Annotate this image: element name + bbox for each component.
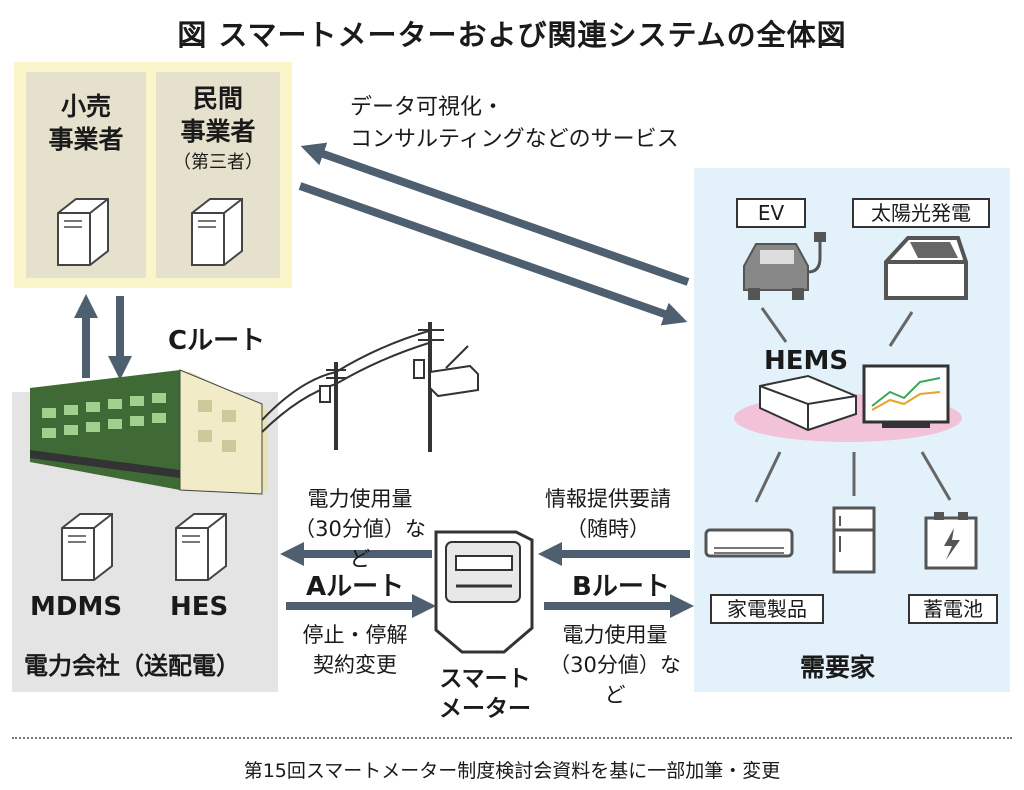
hems-connection-lines (754, 307, 952, 503)
smart-meter-label: スマート メーター (420, 664, 550, 724)
retailer-label-1: 小売 (60, 92, 111, 121)
a-route-label: Aルート (306, 572, 405, 602)
c-route-arrows (74, 294, 132, 380)
smart-meter-label-line2: メーター (439, 696, 531, 722)
a-route-bottom-line1: 停止・停解 (302, 623, 408, 647)
battery-label: 蓄電池 (908, 594, 998, 624)
source-footer: 第15回スマートメーター制度検討会資料を基に一部加筆・変更 (243, 760, 781, 782)
ev-car-icon (743, 232, 826, 300)
service-text-line2: コンサルティングなどのサービス (350, 127, 679, 152)
b-route-top-text: 情報提供要請 （随時） (528, 484, 688, 544)
customer-label: 需要家 (800, 653, 876, 682)
air-conditioner-icon (704, 528, 794, 558)
service-arrows (298, 142, 690, 326)
utility-poles (261, 322, 479, 452)
b-route-top-line1: 情報提供要請 (545, 487, 671, 511)
server-icon-third-party (191, 198, 243, 266)
solar-label: 太陽光発電 (852, 198, 990, 228)
hems-label: HEMS (764, 346, 849, 376)
service-text: データ可視化・ コンサルティングなどのサービス (350, 92, 679, 156)
b-route-bottom-line2: （30分値）など (549, 653, 681, 707)
solar-house-icon (884, 236, 968, 300)
mdms-label: MDMS (30, 592, 123, 622)
a-route-bottom-text: 停止・停解 契約変更 (290, 620, 420, 680)
b-route-label: Bルート (572, 572, 670, 602)
server-icon-retailer (57, 198, 109, 266)
battery-icon (924, 512, 978, 570)
ev-label: EV (736, 198, 806, 228)
power-company-building (30, 369, 268, 495)
retailer-label-2: 事業者 (48, 125, 124, 154)
a-route-arrows (280, 542, 436, 618)
hems-monitor-icon (862, 364, 950, 428)
refrigerator-icon (832, 506, 876, 574)
footer-divider (12, 737, 1012, 739)
c-route-label: Cルート (168, 326, 266, 356)
third-party-label-1: 民間 (192, 84, 243, 113)
a-route-top-text: 電力使用量 （30分値）など (290, 484, 430, 574)
appliances-label: 家電製品 (710, 594, 824, 624)
third-party-label-2: 事業者 (180, 117, 256, 146)
b-route-top-line2: （随時） (566, 517, 650, 541)
third-party-sub: （第三者） (173, 152, 263, 173)
hes-label: HES (170, 592, 229, 622)
a-route-bottom-line2: 契約変更 (313, 653, 397, 677)
power-company-label: 電力会社（送配電） (24, 652, 240, 680)
hems-router-icon (759, 374, 857, 432)
diagram-title: 図 スマートメーターおよび関連システムの全体図 (177, 18, 847, 52)
b-route-arrows (538, 542, 694, 618)
hes-server-icon (175, 513, 227, 581)
a-route-top-line1: 電力使用量 (307, 487, 413, 511)
b-route-bottom-text: 電力使用量 （30分値）など (540, 620, 690, 710)
b-route-bottom-line1: 電力使用量 (562, 623, 668, 647)
smart-meter-label-line1: スマート (439, 666, 531, 692)
service-text-line1: データ可視化・ (350, 95, 505, 120)
a-route-top-line2: （30分値）など (294, 517, 426, 571)
smart-meter-icon (434, 530, 534, 654)
mdms-server-icon (61, 513, 113, 581)
